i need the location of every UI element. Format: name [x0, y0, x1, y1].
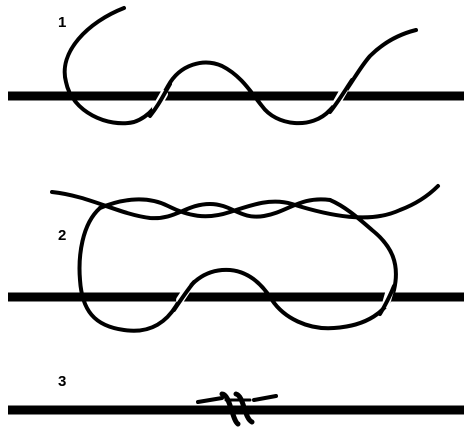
step-1-label: 1 [58, 14, 66, 31]
step-1: 1 [8, 6, 464, 126]
step-2-label: 2 [58, 227, 66, 244]
step-3-finished-knot [196, 391, 278, 427]
step-2: 2 [8, 184, 464, 333]
step-3-label: 3 [58, 373, 66, 390]
step-2-working-line [50, 184, 440, 333]
step-1-working-line [62, 6, 418, 126]
step-3: 3 [8, 373, 464, 427]
